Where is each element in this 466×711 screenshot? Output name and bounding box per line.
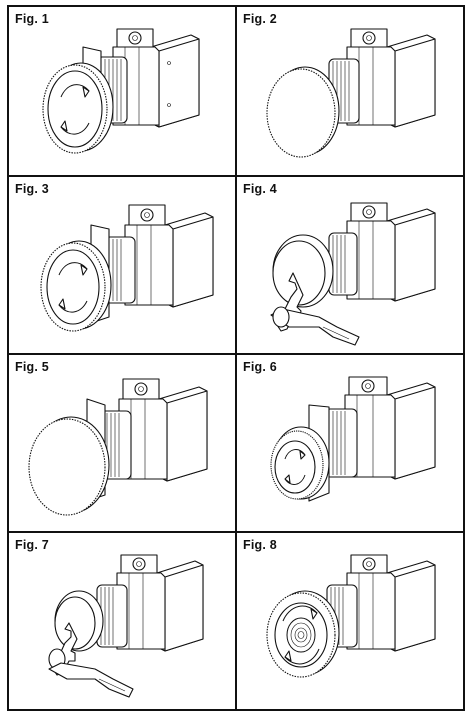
figure-label: Fig. 5 (15, 360, 49, 374)
figure-cell-8: Fig. 8 (235, 531, 465, 711)
figure-cell-3: Fig. 3 (7, 175, 237, 355)
figure-cell-1: Fig. 1 (7, 5, 237, 177)
figure-cell-6: Fig. 6 (235, 353, 465, 533)
large-mushroom-button-icon (28, 378, 208, 516)
twist-release-mushroom-guard-button-icon (40, 204, 214, 332)
figure-label: Fig. 6 (243, 360, 277, 374)
key-switch-button-icon (48, 554, 204, 698)
figure-cell-2: Fig. 2 (235, 5, 465, 177)
key-release-mushroom-button-icon (270, 202, 436, 346)
twist-release-ring-button-icon (266, 554, 436, 678)
figure-grid: Fig. 1 (7, 5, 465, 711)
figure-cell-4: Fig. 4 (235, 175, 465, 355)
twist-release-shrouded-button-icon (270, 376, 436, 502)
figure-label: Fig. 1 (15, 12, 49, 26)
figure-label: Fig. 2 (243, 12, 277, 26)
figure-label: Fig. 3 (15, 182, 49, 196)
figure-label: Fig. 7 (15, 538, 49, 552)
figure-label: Fig. 8 (243, 538, 277, 552)
mushroom-button-icon (266, 28, 436, 158)
figure-cell-7: Fig. 7 (7, 531, 237, 711)
figure-label: Fig. 4 (243, 182, 277, 196)
twist-release-mushroom-button-icon (42, 28, 200, 154)
figure-cell-5: Fig. 5 (7, 353, 237, 533)
